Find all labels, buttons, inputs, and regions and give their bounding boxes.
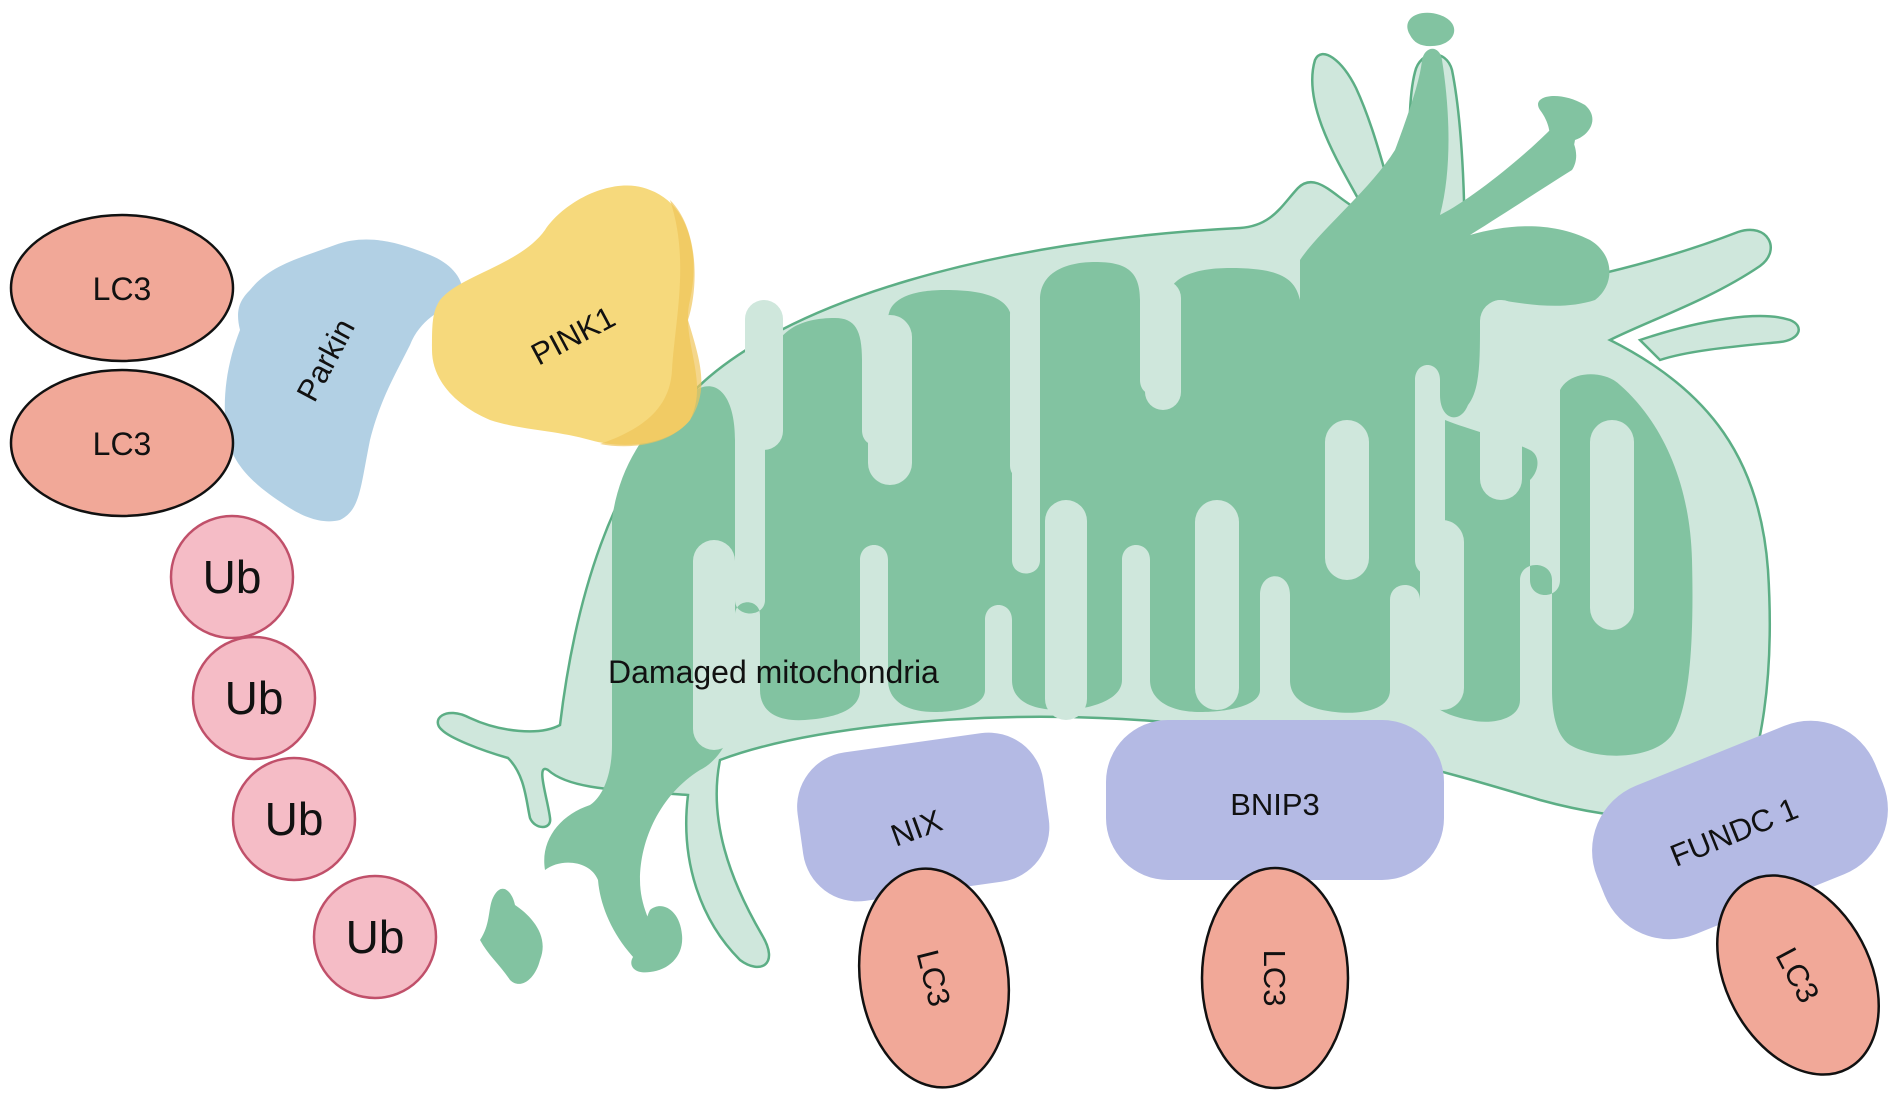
crista (1195, 500, 1239, 710)
lc3-receptor-bound: LC3 LC3 LC3 (857, 866, 1880, 1090)
lc3-oval (9, 368, 235, 518)
crista (1420, 520, 1464, 710)
crista (745, 300, 783, 450)
fragment (480, 888, 543, 984)
fundc1-shape (1592, 720, 1888, 940)
crista (1145, 280, 1181, 410)
lc3-label: LC3 (93, 426, 152, 462)
ubiquitin (312, 874, 438, 1000)
crista (1325, 420, 1369, 580)
lc3-label: LC3 (93, 271, 152, 307)
ubiquitin (191, 635, 317, 761)
mitochondrion: Damaged mitochondria (436, 12, 1800, 984)
pink1-shade (600, 200, 702, 447)
crista (693, 540, 735, 750)
pink1: PINK1 (432, 185, 702, 447)
ub-label: Ub (346, 911, 405, 963)
crista (1045, 500, 1087, 720)
parkin-shape (224, 239, 463, 522)
ub-label: Ub (225, 672, 284, 724)
pink1-shape (432, 185, 698, 445)
fragment (1407, 12, 1455, 47)
lc3-label: LC3 (1257, 950, 1292, 1007)
mitochondrion-matrix (544, 48, 1693, 967)
mitochondria-label: Damaged mitochondria (608, 654, 939, 690)
ub-label: Ub (203, 551, 262, 603)
lc3-oval (9, 213, 235, 363)
ubiquitin (231, 756, 357, 882)
receptor-nix: NIX (797, 732, 1050, 902)
mitochondrion-outer-lobe (1637, 314, 1800, 362)
receptor-bnip3: BNIP3 (1106, 720, 1444, 880)
parkin: Parkin (224, 239, 463, 522)
crista (1010, 300, 1038, 480)
fragment (1538, 95, 1593, 164)
crista (868, 315, 912, 485)
lc3-left-stack: LC3 LC3 (9, 213, 235, 518)
receptor-fundc1: FUNDC 1 (1592, 720, 1888, 940)
crista (1590, 420, 1634, 630)
ubiquitin (169, 514, 295, 640)
lc3-oval (1716, 874, 1880, 1076)
crista (1480, 300, 1522, 500)
lc3-oval (1200, 866, 1350, 1090)
lc3-oval (857, 867, 1011, 1089)
cristae-channels (693, 280, 1634, 750)
ub-label: Ub (265, 793, 324, 845)
ubiquitin-chain: Ub Ub Ub Ub (169, 514, 438, 1000)
bnip3-label: BNIP3 (1230, 787, 1320, 822)
mitochondrial-fragments (480, 12, 1593, 984)
nix-shape (797, 732, 1050, 902)
fragment (631, 906, 683, 973)
bnip3-shape (1106, 720, 1444, 880)
